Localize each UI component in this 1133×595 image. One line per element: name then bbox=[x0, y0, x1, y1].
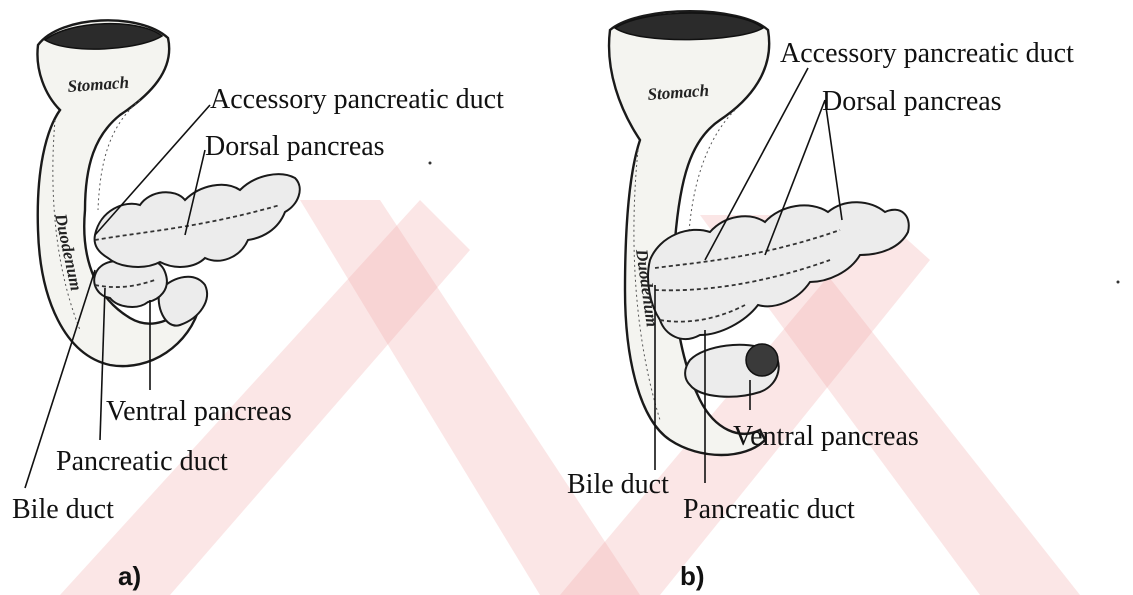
panel-a-dorsal-lobes bbox=[95, 174, 300, 267]
panel-b-label: b) bbox=[680, 561, 705, 591]
panel-b-ventral-pancreas-label: Ventral pancreas bbox=[733, 421, 919, 452]
panel-b-dorsal-pancreas-label: Dorsal pancreas bbox=[822, 86, 1002, 117]
scan-speck-1 bbox=[429, 162, 432, 165]
panel-a-dorsal-pancreas-label: Dorsal pancreas bbox=[205, 131, 385, 162]
panel-b-ventral-dark bbox=[746, 344, 778, 376]
panel-a-ventral-pancreas-label: Ventral pancreas bbox=[106, 396, 292, 427]
panel-b-pancreatic-duct-label: Pancreatic duct bbox=[683, 494, 855, 525]
panel-b-bile-duct-label: Bile duct bbox=[567, 469, 669, 500]
panel-a-bile-duct-label: Bile duct bbox=[12, 494, 114, 525]
panel-a-pancreatic-duct-label: Pancreatic duct bbox=[56, 446, 228, 477]
panel-a-label: a) bbox=[118, 561, 141, 591]
panel-b-dorsal-pancreas-leader-2 bbox=[825, 100, 842, 220]
scan-speck-2 bbox=[1117, 281, 1120, 284]
panel-a-accessory-duct-label: Accessory pancreatic duct bbox=[210, 84, 504, 115]
panel-b-accessory-duct-label: Accessory pancreatic duct bbox=[780, 38, 1074, 69]
